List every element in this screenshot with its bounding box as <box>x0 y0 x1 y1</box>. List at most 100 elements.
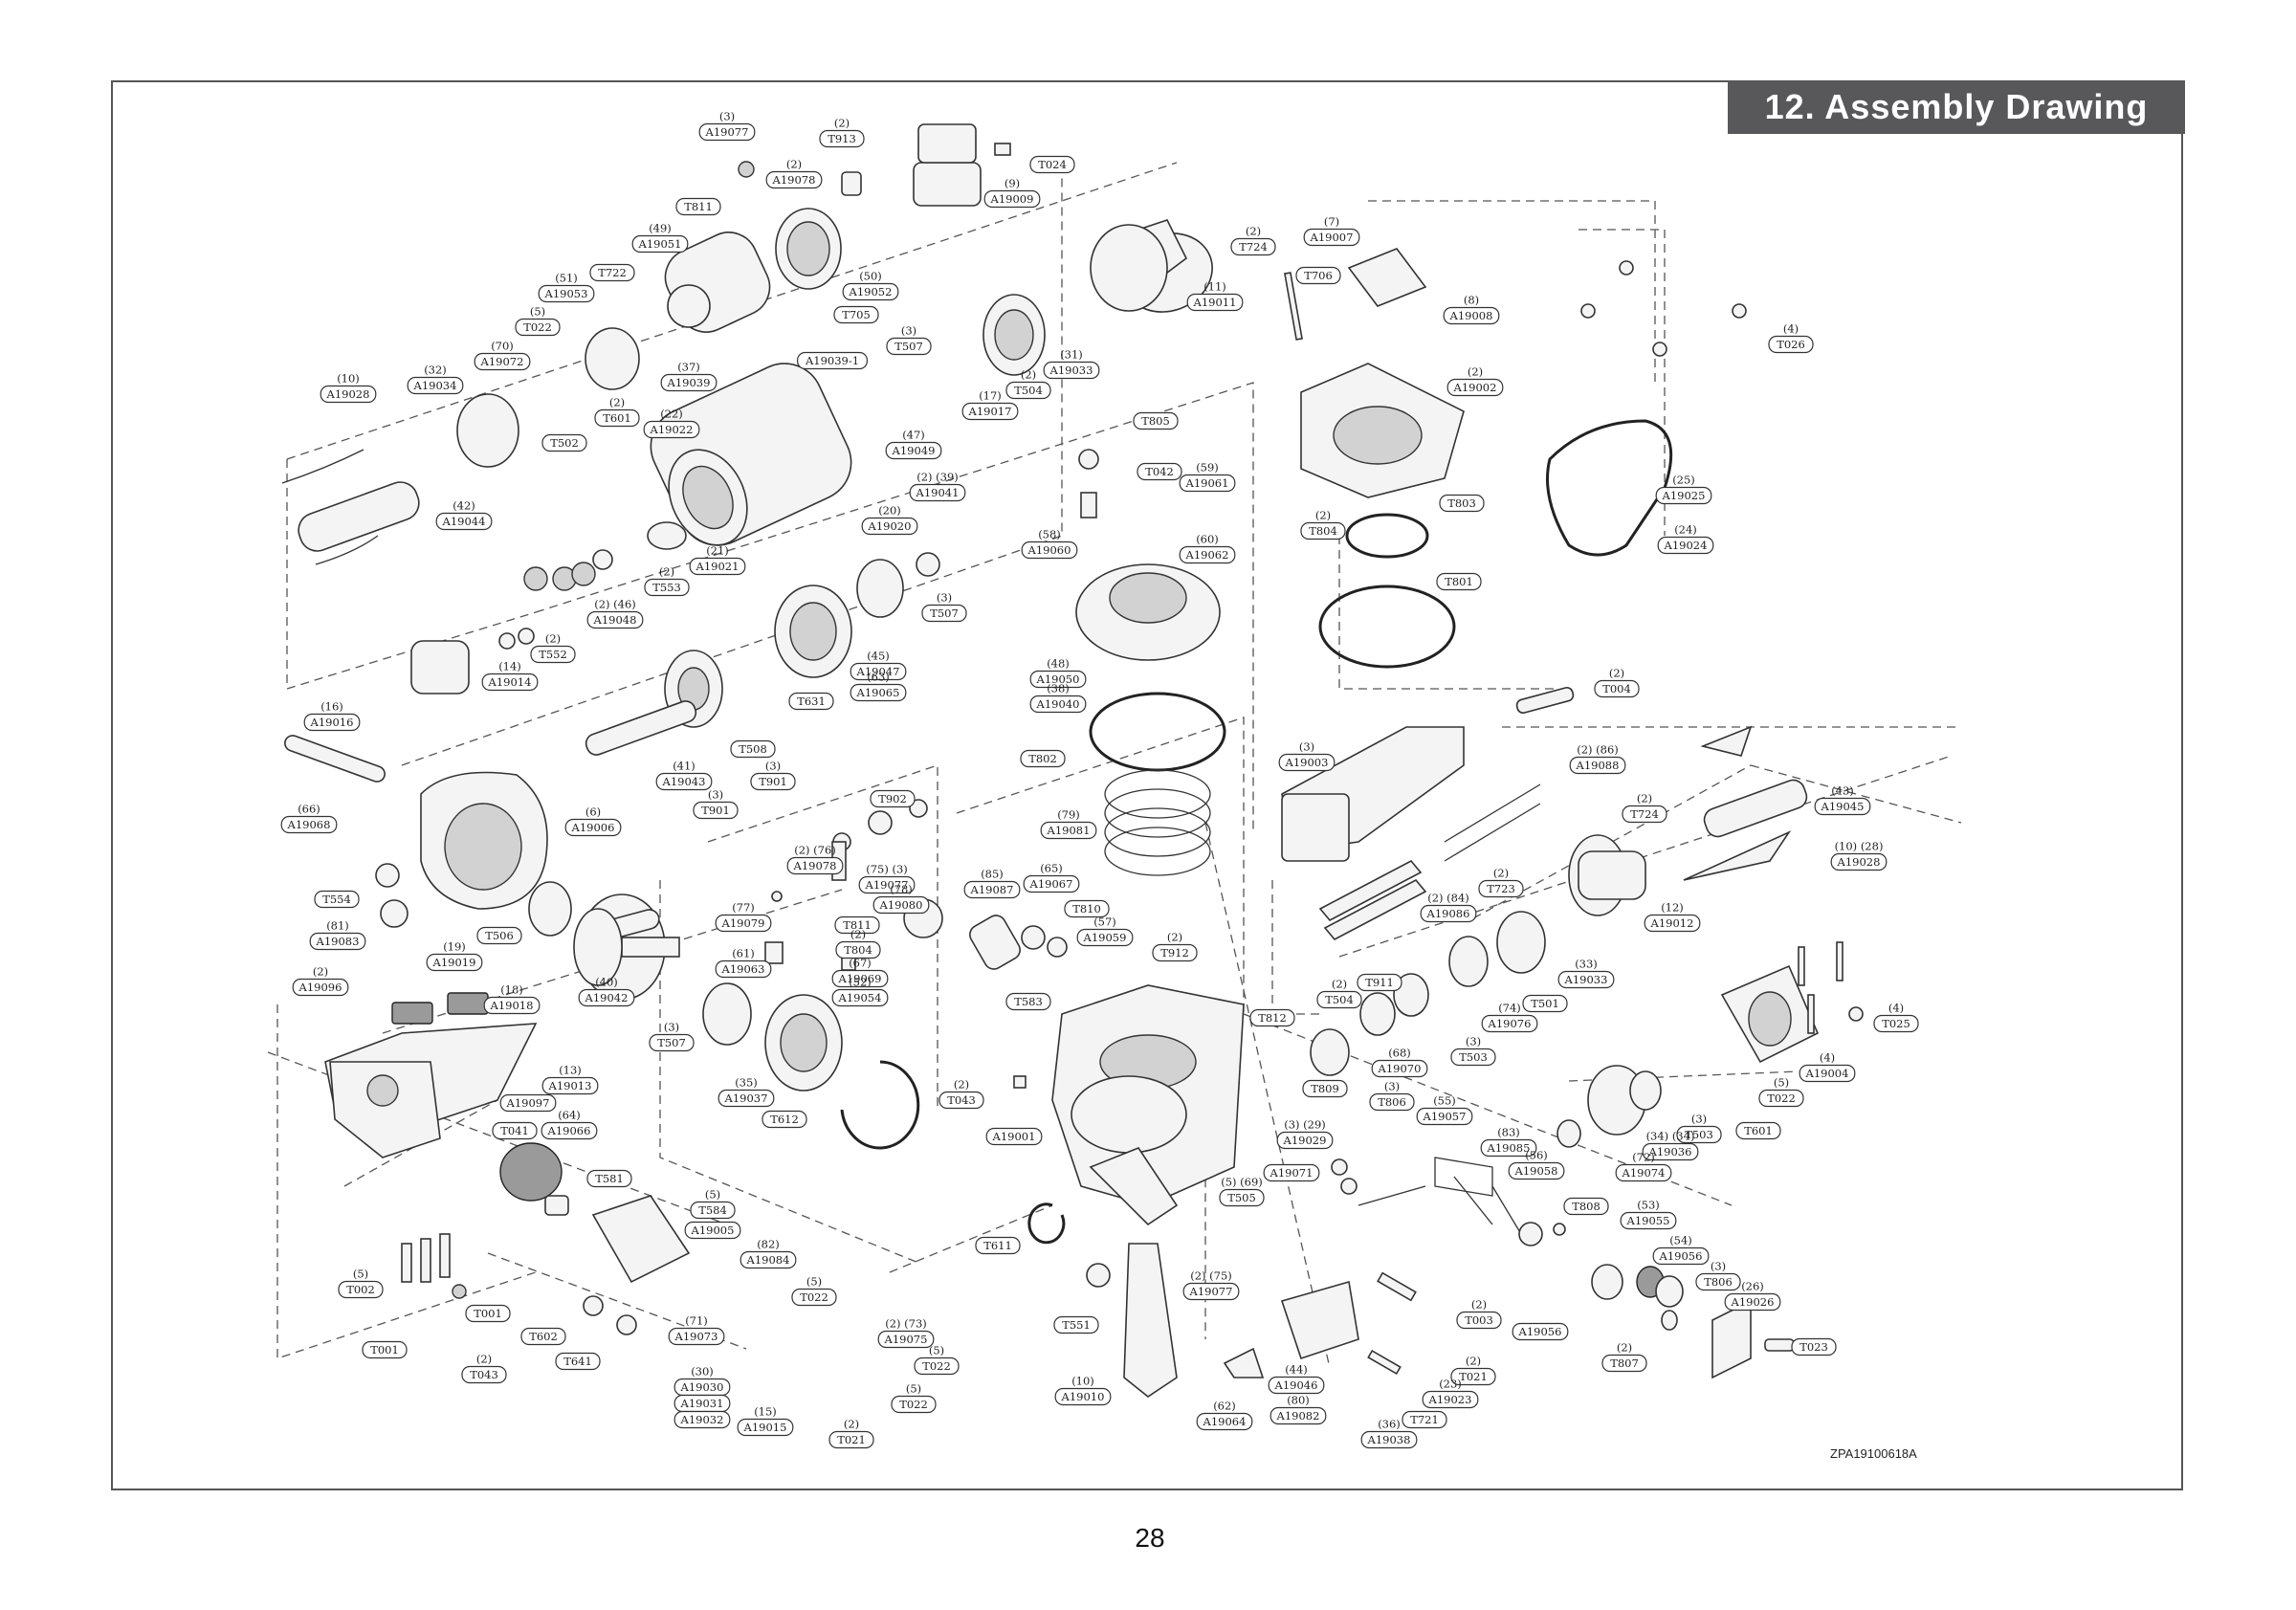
callout-quantity: (44) <box>1285 1363 1308 1377</box>
callout-quantity: (53) <box>1637 1199 1660 1212</box>
part-callout: (68)A19070 <box>1371 1047 1428 1078</box>
callout-box <box>589 263 635 282</box>
callout-part-code: A19054 <box>838 991 882 1004</box>
callout-quantity: (10) <box>337 372 360 386</box>
part-callout: (23)A19023 <box>1422 1378 1479 1409</box>
callout-part-code: T581 <box>595 1172 624 1185</box>
callout-part-code: T021 <box>1459 1370 1488 1383</box>
callout-box <box>1303 228 1360 247</box>
callout-part-code: A19025 <box>1662 489 1706 502</box>
callout-quantity: (3) <box>1691 1113 1707 1126</box>
part-callout: (4)T025 <box>1873 1002 1919 1033</box>
callout-box <box>1179 474 1236 493</box>
callout-part-code: A19083 <box>316 935 360 948</box>
part-callout: (77)A19079 <box>715 901 772 933</box>
callout-box <box>1295 266 1341 285</box>
callout-quantity: (41) <box>673 760 695 773</box>
callout-box <box>1029 155 1075 174</box>
callout-part-code: T022 <box>523 320 552 334</box>
callout-quantity: (2) <box>1332 978 1347 991</box>
callout-box <box>1436 572 1482 591</box>
part-callout: (2)T723 <box>1478 867 1524 898</box>
callout-box <box>1043 361 1100 380</box>
part-callout: (37)A19039 <box>660 361 718 392</box>
callout-box <box>1735 1121 1781 1140</box>
callout-quantity: (31) <box>1060 348 1083 362</box>
callout-part-code: T724 <box>1630 807 1659 821</box>
callout-part-code: A19086 <box>1426 907 1470 920</box>
callout-box <box>660 373 718 392</box>
callout-box <box>858 875 916 894</box>
part-callout: (2) (84)A19086 <box>1420 892 1477 923</box>
callout-box <box>1023 874 1080 893</box>
callout-box <box>1508 1161 1565 1180</box>
callout-quantity: (32) <box>424 364 447 377</box>
callout-quantity: (81) <box>326 919 349 933</box>
part-callout: (2) (75)A19077 <box>1182 1269 1240 1301</box>
part-callout: (34) (34)A19036 <box>1642 1130 1699 1161</box>
callout-quantity: (19) <box>443 940 466 954</box>
callout-part-code: A19078 <box>772 173 816 187</box>
part-callout: T721 <box>1402 1410 1447 1429</box>
callout-box <box>886 337 932 356</box>
callout-box <box>1443 306 1500 325</box>
part-callout: T801 <box>1436 572 1482 591</box>
callout-box <box>831 969 889 988</box>
part-callout: (2)T724 <box>1230 225 1276 256</box>
callout-box <box>828 1430 874 1449</box>
callout-box <box>961 402 1019 421</box>
callout-box <box>1481 1014 1538 1033</box>
part-callout: (70)A19072 <box>474 340 531 371</box>
callout-part-code: A19059 <box>1083 931 1127 944</box>
callout-box <box>1695 1272 1741 1291</box>
callout-quantity: (35) <box>735 1076 758 1090</box>
part-callout: (80)A19082 <box>1269 1394 1327 1425</box>
callout-quantity: (78) <box>890 883 913 896</box>
callout-quantity: (71) <box>685 1314 708 1328</box>
callout-part-code: A19060 <box>1027 543 1071 557</box>
callout-part-code: A19040 <box>1036 697 1080 711</box>
part-callout: (62)A19064 <box>1196 1400 1253 1431</box>
part-callout: (2) (39)A19041 <box>909 471 966 502</box>
callout-box <box>1005 381 1051 400</box>
callout-part-code: T806 <box>1704 1275 1733 1289</box>
part-callout: (21)A19021 <box>689 544 746 576</box>
callout-part-code: A19039-1 <box>805 354 859 367</box>
callout-box <box>1196 1412 1253 1431</box>
part-callout: T041 <box>492 1121 538 1140</box>
callout-part-code: A19030 <box>680 1380 724 1394</box>
part-callout: (33)A19033 <box>1557 958 1615 989</box>
callout-quantity: (2) <box>1246 225 1261 238</box>
callout-part-code: T507 <box>894 340 923 353</box>
callout-box <box>1416 1107 1473 1126</box>
part-callout: (2) (46)A19048 <box>586 598 644 629</box>
callout-box <box>786 856 844 875</box>
callout-part-code: A19028 <box>1837 855 1881 869</box>
callout-quantity: (2) <box>1617 1341 1632 1355</box>
part-callout: (2)A19078 <box>765 158 823 189</box>
page-title: 12. Assembly Drawing <box>1728 80 2185 134</box>
callout-box <box>1601 1354 1647 1373</box>
callout-quantity: (10) (28) <box>1835 840 1884 853</box>
callout-part-code: A19002 <box>1453 381 1497 394</box>
callout-quantity: (4) <box>1783 322 1799 336</box>
part-callout: (26)A19026 <box>1724 1280 1781 1312</box>
callout-part-code: A19097 <box>506 1096 550 1110</box>
callout-box <box>530 645 576 664</box>
callout-box <box>850 683 907 702</box>
part-callout: (3)T503 <box>1676 1113 1722 1144</box>
part-callout: (2)T043 <box>938 1078 984 1110</box>
callout-part-code: A19043 <box>662 775 706 788</box>
part-callout: (5)T022 <box>515 305 561 337</box>
callout-quantity: (56) <box>1525 1149 1548 1162</box>
part-callout: (51)A19053 <box>538 272 595 303</box>
part-callout: (12)A19012 <box>1644 901 1701 933</box>
callout-part-code: A19016 <box>310 716 354 729</box>
part-callout: T501 <box>1522 994 1568 1013</box>
callout-part-code: T913 <box>828 132 856 145</box>
part-callout: T042 <box>1137 462 1182 481</box>
callout-quantity: (55) <box>1433 1094 1456 1108</box>
callout-box <box>314 890 360 909</box>
callout-box <box>1249 1008 1295 1027</box>
part-callout: T811 <box>834 915 880 935</box>
